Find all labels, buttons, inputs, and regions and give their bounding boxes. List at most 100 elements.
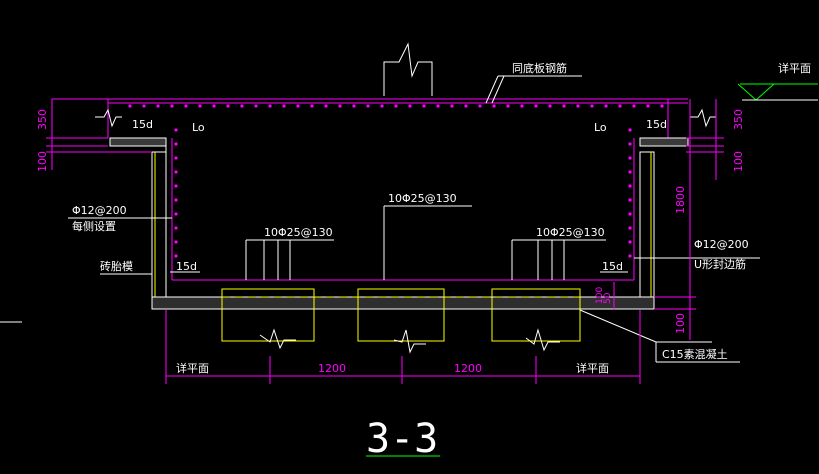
rebar-dot (296, 104, 300, 108)
brick-wall: 砖胎模 (100, 259, 133, 273)
rebar-dot (520, 104, 524, 108)
dim-right-height: 1800 (674, 186, 687, 214)
annotation-texts: 同底板钢筋 详平面 15d Lo Lo 15d Φ12@200 每侧设置 10Φ… (72, 61, 811, 375)
leader-lines (68, 75, 818, 363)
dim-span1: 1200 (318, 362, 346, 375)
side-rebar: Φ12@200 (72, 204, 127, 217)
rebar-dot (628, 226, 632, 230)
rebar-dot (174, 156, 178, 160)
rebar-dot (174, 128, 178, 132)
rebar-dot (628, 170, 632, 174)
rebar-dot (174, 184, 178, 188)
rebar-dot (534, 104, 538, 108)
rebar-dot (174, 240, 178, 244)
rebar-dot (174, 170, 178, 174)
top-rebar-dots (128, 104, 664, 258)
rebar-dot (198, 104, 202, 108)
rebar-dot (254, 104, 258, 108)
dim-left-bottom: 100 (36, 151, 49, 172)
break-symbols (95, 42, 716, 128)
rebar-dot (174, 198, 178, 202)
bottom-right-ref: 详平面 (576, 361, 609, 375)
rebar-dot (174, 142, 178, 146)
side-rebar-note: 每侧设置 (72, 219, 116, 233)
rebar-dot (156, 104, 160, 108)
rebar-dot (170, 104, 174, 108)
center-rebar: 10Φ25@130 (388, 192, 457, 205)
rebar-dot (506, 104, 510, 108)
rebar-dot (492, 104, 496, 108)
rebar-dot (174, 254, 178, 258)
left-rebar: 10Φ25@130 (264, 226, 333, 239)
dimension-texts: 1200 1200 350 100 350 100 1800 100 100 5… (36, 109, 745, 375)
right-wall (633, 137, 689, 298)
ground-level-right: 详平面 (778, 61, 811, 75)
rebar-dot (240, 104, 244, 108)
rebar-dot (628, 142, 632, 146)
rebar-dot (422, 104, 426, 108)
rebar-dot (212, 104, 216, 108)
bottom-left-ref: 详平面 (176, 361, 209, 375)
rebar-dot (128, 104, 132, 108)
rebar-dot (450, 104, 454, 108)
rebar-dot (142, 104, 146, 108)
dim-right-base: 100 (674, 313, 687, 334)
rebar-dot (174, 226, 178, 230)
rebar-dot (338, 104, 342, 108)
u-rebar: Φ12@200 (694, 238, 749, 251)
dim-right-top: 350 (732, 109, 745, 130)
top-slab (52, 98, 688, 138)
dimension-lines (46, 99, 724, 384)
rebar-dot (226, 104, 230, 108)
rebar-dot (184, 104, 188, 108)
u-rebar-note: U形封边筋 (694, 257, 746, 271)
small-dim: 100 (595, 287, 605, 304)
rebar-dot (548, 104, 552, 108)
rebar-dot (660, 104, 664, 108)
lo-left: Lo (192, 121, 205, 134)
rebar-dot (628, 254, 632, 258)
rebar-dot (604, 104, 608, 108)
rebar-dot (628, 184, 632, 188)
dim-right-mid: 100 (732, 151, 745, 172)
rebar-dot (366, 104, 370, 108)
rebar-dot (478, 104, 482, 108)
right-rebar: 10Φ25@130 (536, 226, 605, 239)
rebar-dot (646, 104, 650, 108)
rebar-dot (324, 104, 328, 108)
rebar-dot (352, 104, 356, 108)
rebar-ticks (245, 205, 606, 280)
rebar-dot (394, 104, 398, 108)
lap-right: 15d (646, 118, 667, 131)
rebar-dot (576, 104, 580, 108)
rebar-dot (268, 104, 272, 108)
rebar-dot (628, 198, 632, 202)
rebar-dot (282, 104, 286, 108)
lo-right: Lo (594, 121, 607, 134)
cover-dim: 50 (603, 292, 613, 304)
rebar-dot (464, 104, 468, 108)
rebar-dot (408, 104, 412, 108)
top-rebar-note: 同底板钢筋 (512, 61, 567, 75)
cap-break-lines (259, 328, 560, 354)
rebar-dot (628, 212, 632, 216)
rebar-dot (380, 104, 384, 108)
rebar-dot (590, 104, 594, 108)
dim-span2: 1200 (454, 362, 482, 375)
bottom-lap-right: 15d (602, 260, 623, 273)
rebar-dot (174, 212, 178, 216)
section-title: 3-3 (366, 416, 438, 462)
rebar-dot (628, 156, 632, 160)
rebar-dot (618, 104, 622, 108)
concrete-note: C15素混凝土 (662, 347, 728, 361)
rebar-dot (436, 104, 440, 108)
bottom-lap-left: 15d (176, 260, 197, 273)
rebar-dot (562, 104, 566, 108)
rebar-dot (310, 104, 314, 108)
rebar-dot (632, 104, 636, 108)
bottom-slab (151, 279, 655, 310)
rebar-dot (628, 128, 632, 132)
rebar-dot (628, 240, 632, 244)
dim-left-top: 350 (36, 109, 49, 130)
